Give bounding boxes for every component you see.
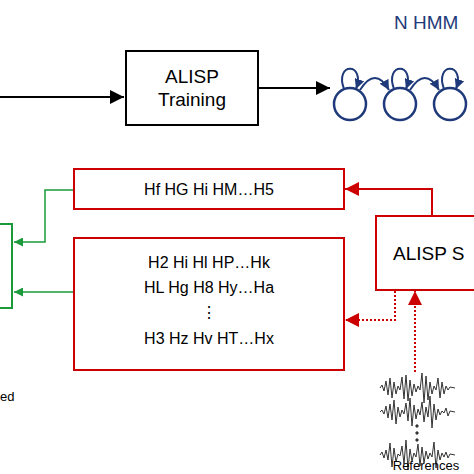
hmm-state (334, 88, 366, 120)
self-loop (392, 69, 408, 89)
node-text: ALISP S (393, 243, 474, 266)
hmm-chain (334, 69, 466, 120)
hmm-state (434, 88, 466, 120)
cut-label: ed (0, 389, 14, 404)
self-loop (342, 69, 358, 89)
node-text: N HMM (394, 12, 474, 35)
input-arrow (0, 96, 124, 98)
ellipsis-dot (416, 425, 418, 427)
ellipsis-dot (416, 432, 418, 434)
transition-arc (360, 78, 389, 90)
node-text: HL Hg H8 Hy…Ha (79, 278, 339, 297)
node-text: ⋮ (79, 303, 339, 322)
green-box (0, 224, 12, 308)
connector (345, 189, 432, 215)
reference-speech: References (378, 372, 474, 474)
node-text: Hf HG Hi HM…H5 (79, 180, 339, 199)
hmm-state (384, 88, 416, 120)
self-loop (442, 69, 458, 89)
unit-sequence-list: H2 Hi Hl HP…Hk HL Hg H8 Hy…Ha ⋮ H3 Hz Hv HT… (73, 237, 345, 371)
waveform (380, 396, 455, 428)
waveforms (380, 373, 455, 470)
node-text: H3 Hz Hv HT…Hx (79, 329, 339, 348)
hmm-group: N HMM (330, 8, 474, 126)
green-wire (14, 291, 73, 293)
ellipsis-dot (416, 439, 418, 441)
transition-arc (410, 78, 439, 90)
connector (345, 291, 395, 320)
node-text: References (378, 458, 474, 474)
connector (259, 87, 330, 89)
connector (414, 291, 416, 372)
unit-sequence-box: Hf HG Hi HM…H5 (73, 168, 345, 210)
node-text: ALISP Training (131, 66, 253, 112)
process-box: ALISP S (375, 215, 474, 291)
process-box: ALISP Training (125, 50, 259, 126)
green-wire (14, 190, 73, 242)
node-text: H2 Hi Hl HP…Hk (79, 253, 339, 272)
waveform (380, 373, 455, 403)
